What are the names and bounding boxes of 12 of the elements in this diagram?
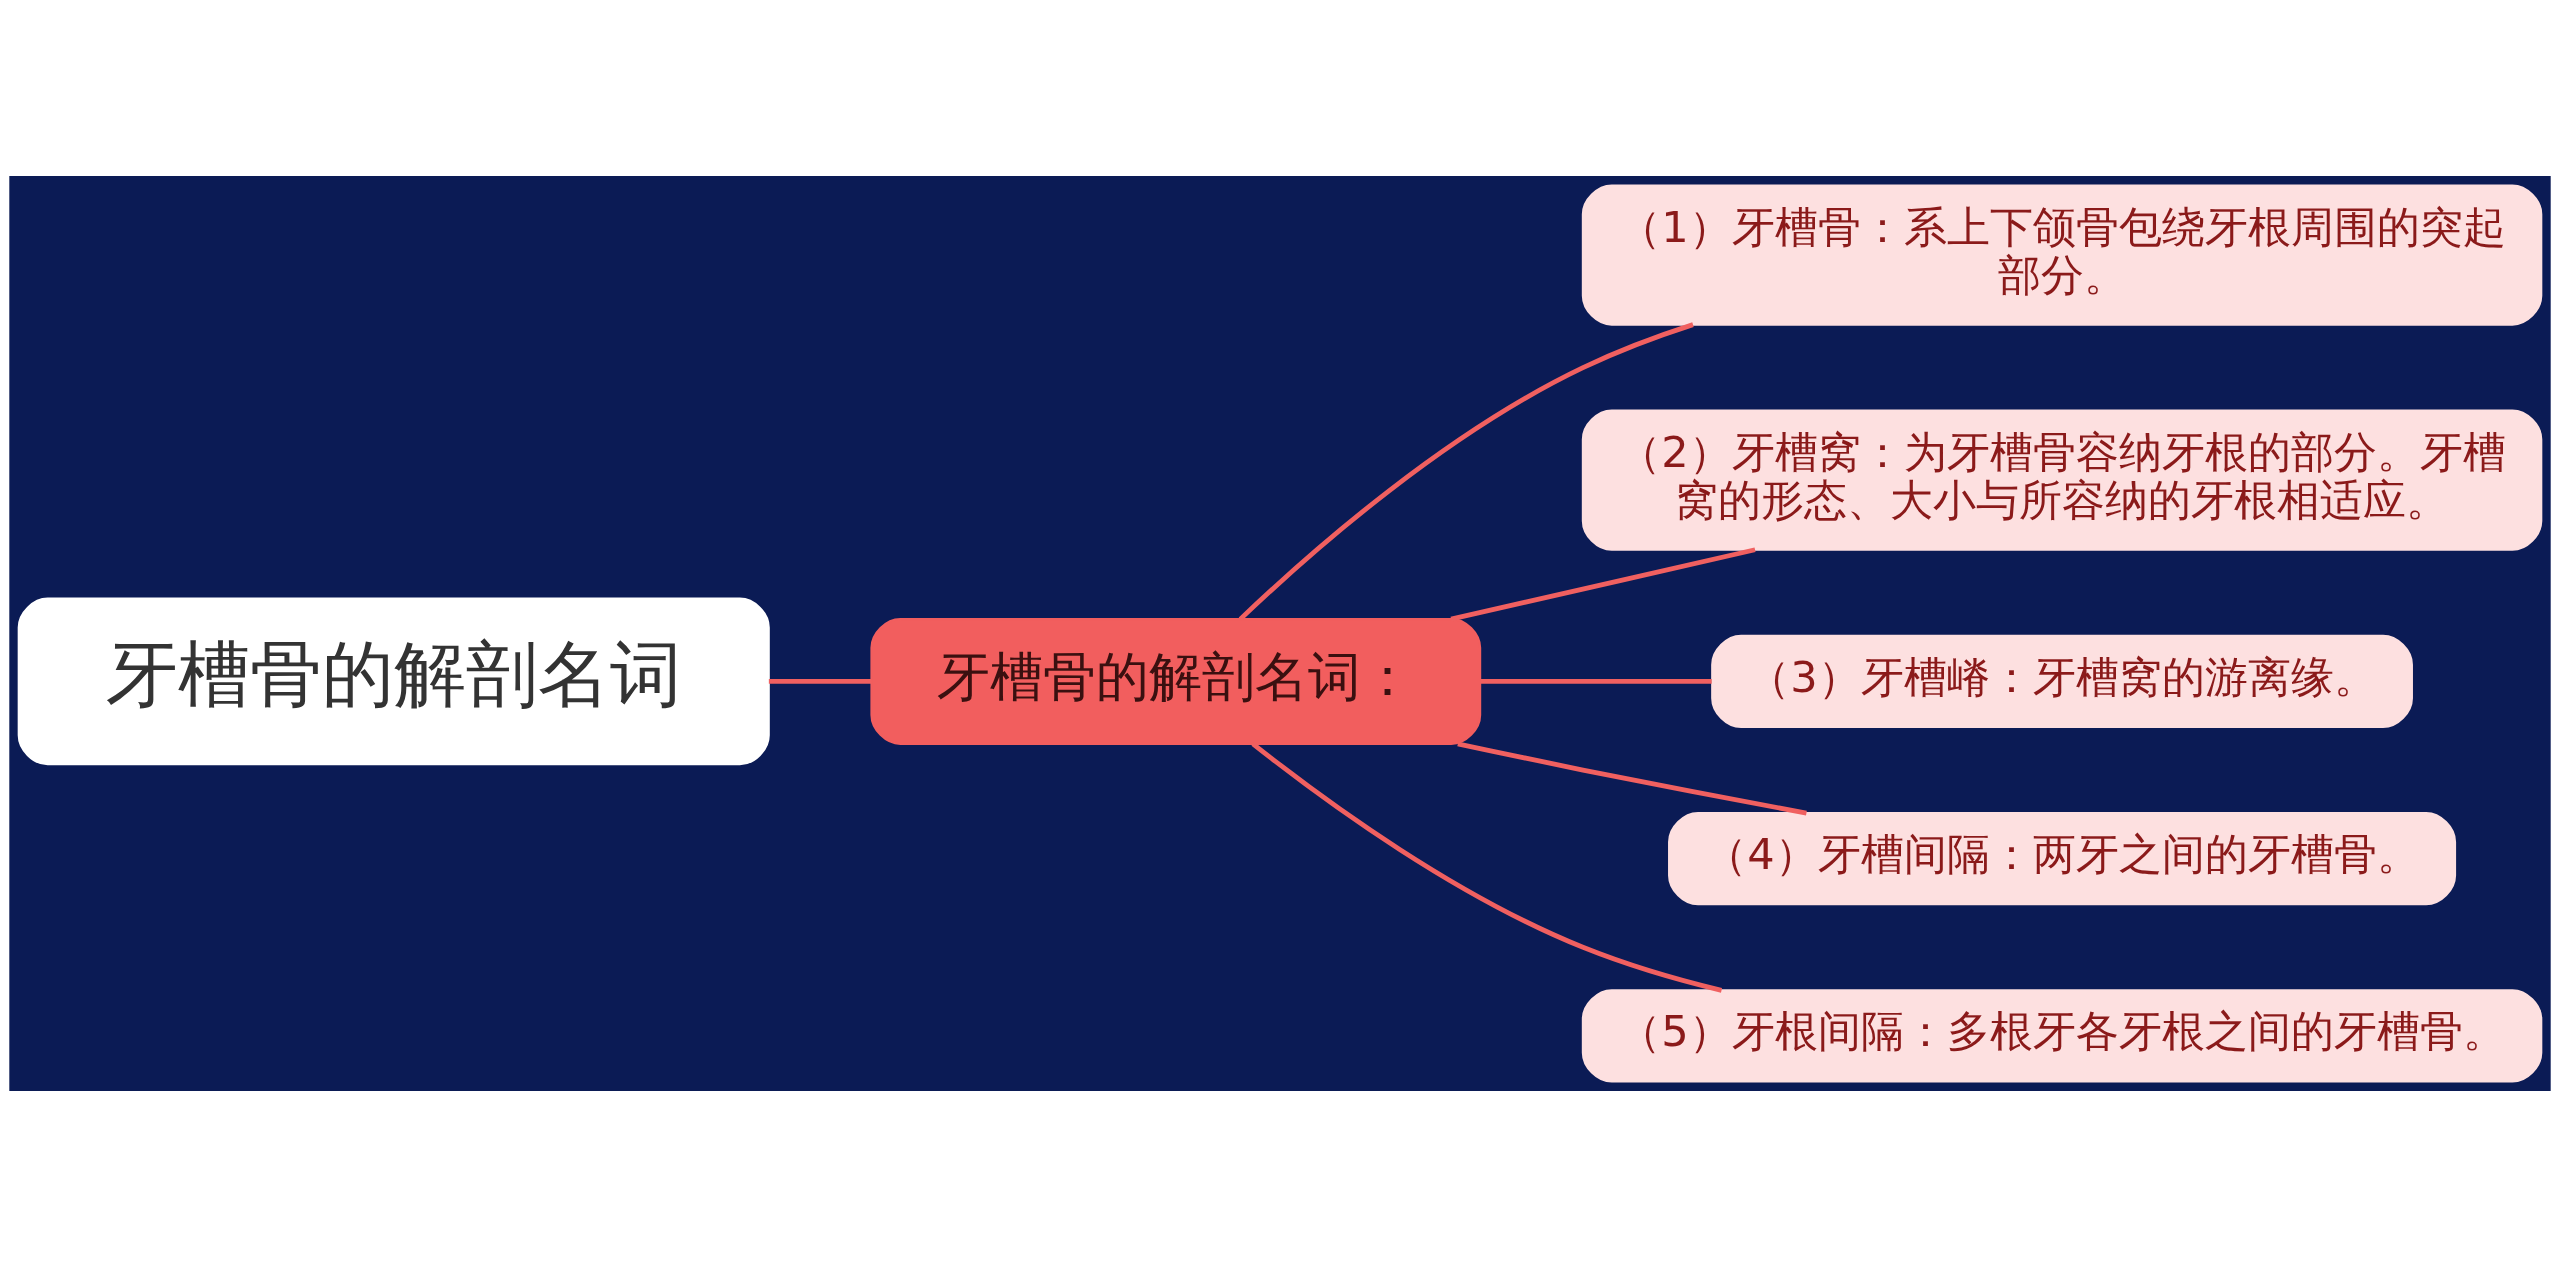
node-box: 牙槽骨的解剖名词 <box>17 597 770 765</box>
connector <box>768 678 872 684</box>
connector <box>1480 678 1712 684</box>
node-box: （5）牙根间隔：多根牙各牙根之间的牙槽骨。 <box>1581 988 2543 1083</box>
connector <box>1238 321 1694 621</box>
connector <box>1457 741 1807 815</box>
node-box: （2）牙槽窝：为牙槽骨容纳牙根的部分。牙槽窝的形态、大小与所容纳的牙根相适应。 <box>1581 409 2543 551</box>
node-box: （4）牙槽间隔：两牙之间的牙槽骨。 <box>1668 811 2457 905</box>
node-box: （1）牙槽骨：系上下颌骨包绕牙根周围的突起部分。 <box>1581 183 2543 326</box>
node-box: 牙槽骨的解剖名词： <box>870 617 1482 745</box>
connector <box>1450 546 1756 621</box>
node-box: （3）牙槽嵴：牙槽窝的游离缘。 <box>1711 634 2413 728</box>
